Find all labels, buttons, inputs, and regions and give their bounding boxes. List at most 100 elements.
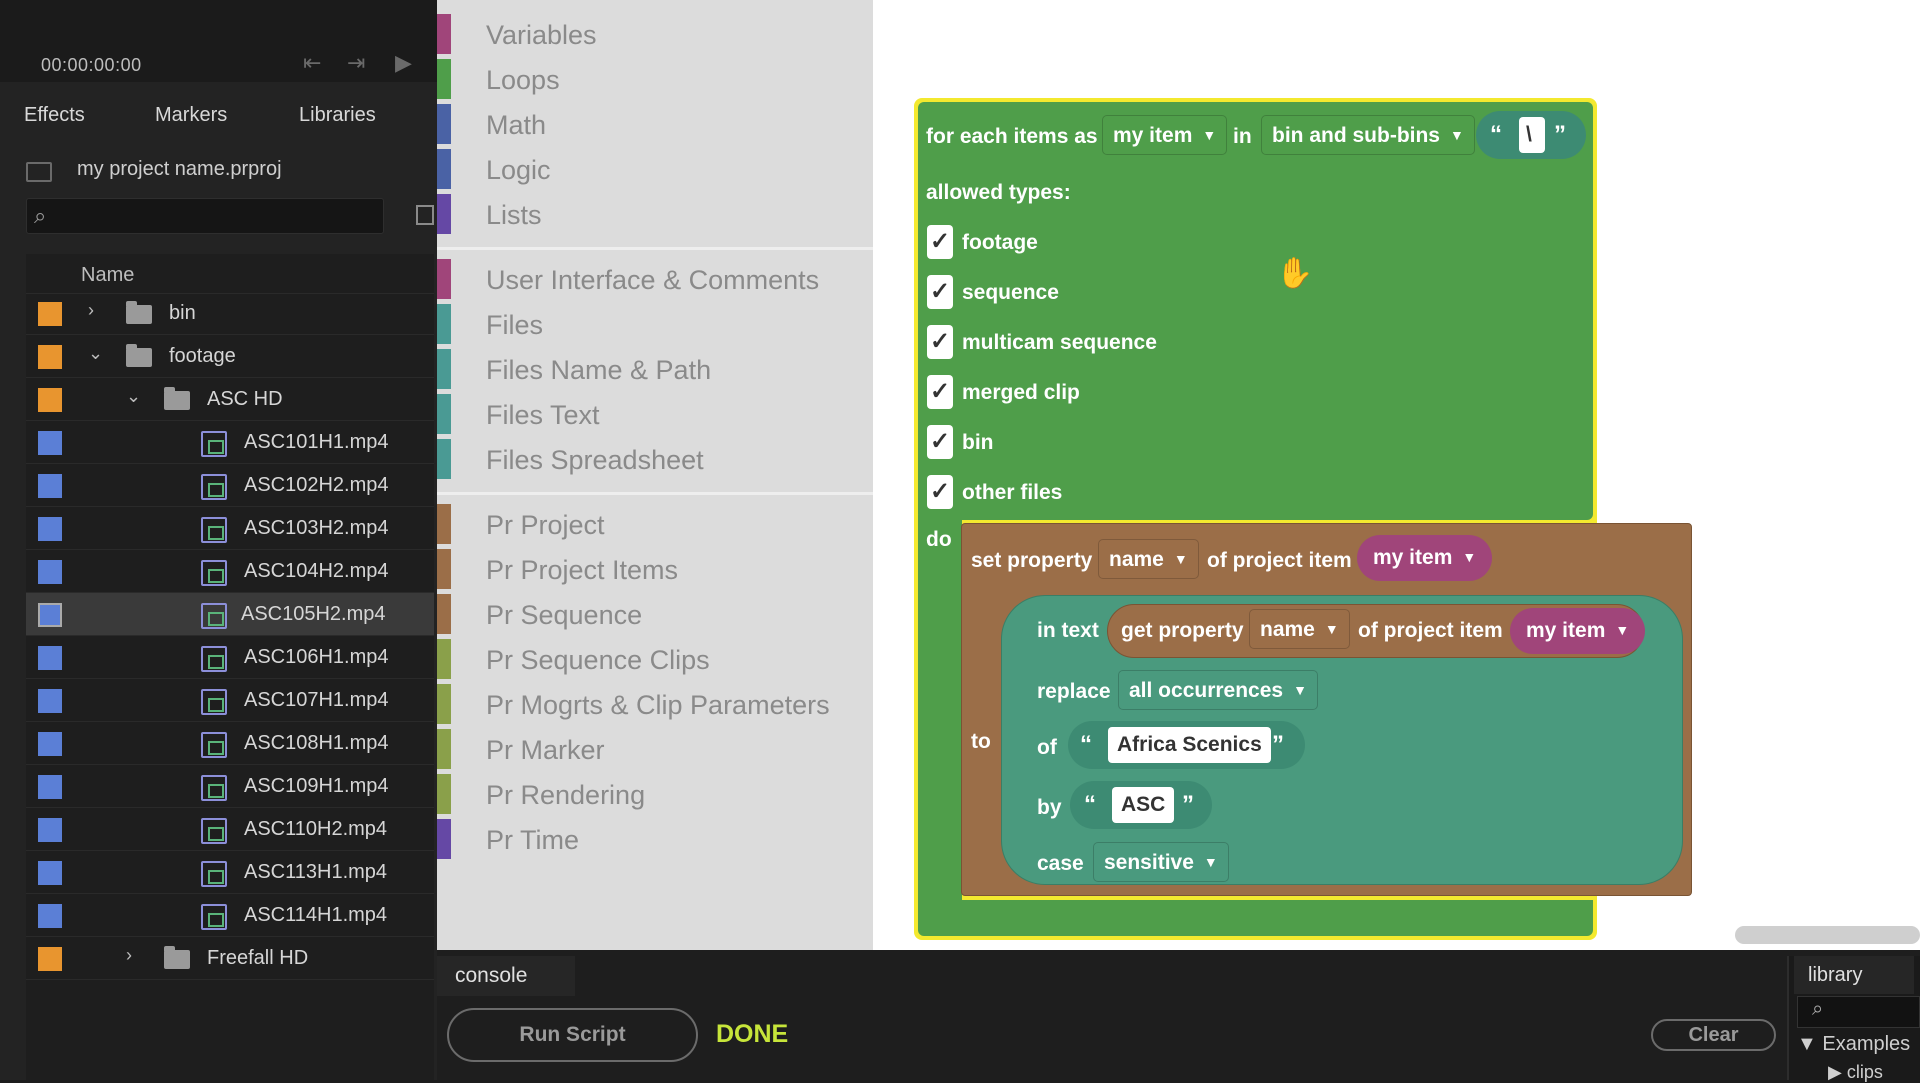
label-color-swatch[interactable] xyxy=(38,947,62,971)
label-color-swatch[interactable] xyxy=(38,818,62,842)
loop-variable-dropdown[interactable]: my item▼ xyxy=(1102,115,1228,155)
mark-in-icon[interactable]: ⇤ xyxy=(303,50,322,75)
type-checkbox-merged-clip[interactable]: ✓ xyxy=(927,375,953,409)
category-color-bar xyxy=(437,684,451,724)
project-item-row-selected[interactable]: ASC105H2.mp4 xyxy=(26,593,434,636)
loop-scope-dropdown[interactable]: bin and sub-bins▼ xyxy=(1261,115,1475,155)
clear-button[interactable]: Clear xyxy=(1651,1019,1776,1051)
category-pr-marker[interactable]: Pr Marker xyxy=(437,729,873,774)
label-color-swatch[interactable] xyxy=(38,388,62,412)
category-lists[interactable]: Lists xyxy=(437,194,873,239)
tab-library[interactable] xyxy=(1794,956,1914,994)
collapse-chevron-icon[interactable]: ⌄ xyxy=(126,386,142,406)
replace-mode-dropdown[interactable]: all occurrences▼ xyxy=(1118,670,1318,710)
dropdown-arrow-icon: ▼ xyxy=(1202,127,1217,143)
label-color-swatch[interactable] xyxy=(38,474,62,498)
project-search-input[interactable] xyxy=(26,198,384,234)
tab-libraries[interactable]: Libraries xyxy=(299,104,376,126)
for-each-loop-block[interactable] xyxy=(918,102,1593,520)
project-item-row[interactable]: ASC107H1.mp4 xyxy=(26,679,434,722)
separator-value[interactable]: \ xyxy=(1519,117,1545,153)
type-checkbox-other-files[interactable]: ✓ xyxy=(927,475,953,509)
dropdown-value: name xyxy=(1109,548,1164,571)
category-logic[interactable]: Logic xyxy=(437,149,873,194)
project-item-row[interactable]: ASC109H1.mp4 xyxy=(26,765,434,808)
project-item-row[interactable]: ASC102H2.mp4 xyxy=(26,464,434,507)
category-files-name-path[interactable]: Files Name & Path xyxy=(437,349,873,394)
tab-console[interactable] xyxy=(437,956,575,996)
project-item-row[interactable]: ASC110H2.mp4 xyxy=(26,808,434,851)
play-icon[interactable]: ▶ xyxy=(395,50,412,75)
label-color-swatch[interactable] xyxy=(38,689,62,713)
category-pr-rendering[interactable]: Pr Rendering xyxy=(437,774,873,819)
category-pr-project-items[interactable]: Pr Project Items xyxy=(437,549,873,594)
label-color-swatch[interactable] xyxy=(38,646,62,670)
project-item-row[interactable]: › bin xyxy=(26,292,434,335)
project-item-row[interactable]: › Freefall HD xyxy=(26,937,434,980)
label-color-swatch[interactable] xyxy=(38,904,62,928)
project-item-row[interactable]: ASC113H1.mp4 xyxy=(26,851,434,894)
project-item-row[interactable]: ASC106H1.mp4 xyxy=(26,636,434,679)
replacement-string-value[interactable]: ASC xyxy=(1112,787,1175,823)
category-files[interactable]: Files xyxy=(437,304,873,349)
label-color-swatch[interactable] xyxy=(38,560,62,584)
tab-markers[interactable]: Markers xyxy=(155,104,228,126)
get-property-dropdown[interactable]: name▼ xyxy=(1249,609,1350,649)
item-name: bin xyxy=(169,302,196,324)
variable-my-item[interactable]: my item▼ xyxy=(1510,608,1646,654)
label-color-swatch[interactable] xyxy=(38,861,62,885)
folder-icon xyxy=(126,344,152,367)
label-color-swatch[interactable] xyxy=(38,431,62,455)
category-pr-project[interactable]: Pr Project xyxy=(437,504,873,549)
category-pr-sequence[interactable]: Pr Sequence xyxy=(437,594,873,639)
expand-chevron-icon[interactable]: › xyxy=(126,945,132,965)
timecode-display[interactable]: 00:00:00:00 xyxy=(41,55,142,75)
project-item-row[interactable]: ASC108H1.mp4 xyxy=(26,722,434,765)
library-tree-examples[interactable]: ▼ Examples xyxy=(1797,1033,1910,1056)
project-item-row[interactable]: ASC114H1.mp4 xyxy=(26,894,434,937)
name-column-header[interactable] xyxy=(26,254,434,294)
category-math[interactable]: Math xyxy=(437,104,873,149)
project-item-row[interactable]: ASC104H2.mp4 xyxy=(26,550,434,593)
project-item-row[interactable]: ASC101H1.mp4 xyxy=(26,421,434,464)
find-string-value[interactable]: Africa Scenics xyxy=(1108,727,1271,763)
label-color-swatch[interactable] xyxy=(38,603,62,627)
type-checkbox-footage[interactable]: ✓ xyxy=(927,225,953,259)
category-loops[interactable]: Loops xyxy=(437,59,873,104)
category-files-text[interactable]: Files Text xyxy=(437,394,873,439)
folder-icon xyxy=(164,946,190,969)
category-pr-mogrts[interactable]: Pr Mogrts & Clip Parameters xyxy=(437,684,873,729)
library-search-input[interactable] xyxy=(1797,996,1920,1028)
label-color-swatch[interactable] xyxy=(38,302,62,326)
category-user-interface[interactable]: User Interface & Comments xyxy=(437,259,873,304)
mark-out-icon[interactable]: ⇥ xyxy=(347,50,366,75)
category-pr-time[interactable]: Pr Time xyxy=(437,819,873,864)
collapse-chevron-icon[interactable]: ⌄ xyxy=(88,343,104,363)
path-separator-string-block[interactable]: “ \ ” xyxy=(1476,111,1586,159)
case-dropdown[interactable]: sensitive▼ xyxy=(1093,842,1229,882)
open-quote-icon: “ xyxy=(1080,731,1092,758)
category-pr-sequence-clips[interactable]: Pr Sequence Clips xyxy=(437,639,873,684)
new-bin-icon[interactable] xyxy=(416,205,434,225)
run-script-button[interactable]: Run Script xyxy=(447,1008,698,1062)
find-string-block[interactable]: “ Africa Scenics ” xyxy=(1068,721,1305,769)
category-files-spreadsheet[interactable]: Files Spreadsheet xyxy=(437,439,873,484)
tab-effects[interactable]: Effects xyxy=(24,104,85,126)
replacement-string-block[interactable]: “ ASC ” xyxy=(1070,781,1212,829)
variable-my-item[interactable]: my item▼ xyxy=(1357,535,1493,581)
type-checkbox-bin[interactable]: ✓ xyxy=(927,425,953,459)
project-item-row[interactable]: ASC103H2.mp4 xyxy=(26,507,434,550)
category-variables[interactable]: Variables xyxy=(437,14,873,59)
label-color-swatch[interactable] xyxy=(38,345,62,369)
type-checkbox-sequence[interactable]: ✓ xyxy=(927,275,953,309)
label-color-swatch[interactable] xyxy=(38,517,62,541)
library-tree-clips[interactable]: ▶ clips xyxy=(1828,1062,1883,1083)
label-color-swatch[interactable] xyxy=(38,732,62,756)
project-item-row[interactable]: ⌄ footage xyxy=(26,335,434,378)
expand-chevron-icon[interactable]: › xyxy=(88,300,94,320)
type-checkbox-multicam[interactable]: ✓ xyxy=(927,325,953,359)
workspace-horizontal-scrollbar[interactable] xyxy=(1735,926,1920,944)
property-dropdown[interactable]: name▼ xyxy=(1098,539,1199,579)
project-item-row[interactable]: ⌄ ASC HD xyxy=(26,378,434,421)
label-color-swatch[interactable] xyxy=(38,775,62,799)
